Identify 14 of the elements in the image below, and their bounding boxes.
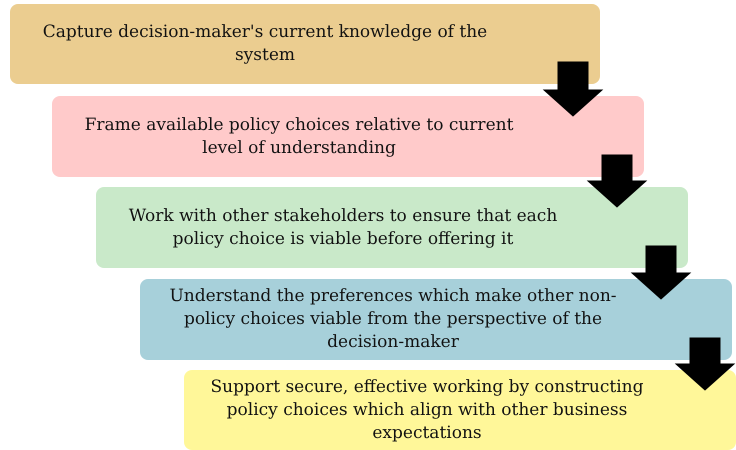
step-text: Understand the preferences which make other non-policy choices viable from the perspective of the decision-maker — [168, 285, 618, 354]
process-box — [96, 187, 688, 268]
block-arrow — [630, 246, 692, 300]
block-arrow — [674, 338, 736, 391]
process-box — [10, 4, 600, 84]
block-arrow — [542, 62, 604, 117]
step-text: Support secure, effective working by constructing policy choices which align with other business expectations — [210, 376, 644, 444]
process-box — [52, 96, 644, 177]
block-arrow — [586, 154, 648, 208]
step-text: Frame available policy choices relative to current level of understanding — [84, 114, 514, 160]
process-box — [140, 279, 732, 360]
process-box — [184, 370, 736, 450]
step-text: Work with other stakeholders to ensure that each policy choice is viable before offering it — [128, 204, 558, 250]
step-text: Capture decision-maker's current knowledge of the system — [42, 21, 488, 67]
